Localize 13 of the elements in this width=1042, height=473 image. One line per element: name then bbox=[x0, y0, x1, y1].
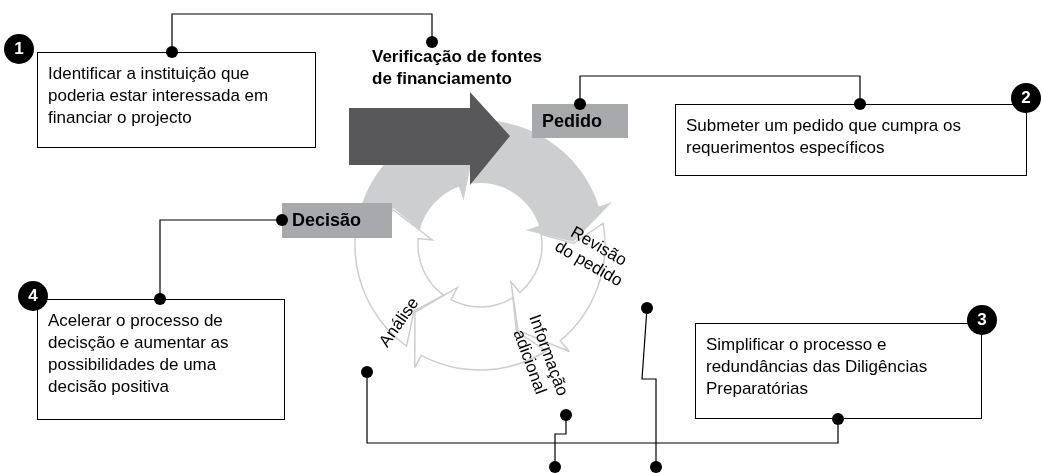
number-badge: 4 bbox=[18, 281, 48, 311]
connector-line bbox=[166, 13, 438, 58]
connector-line bbox=[154, 214, 288, 305]
stage-label: Pedido bbox=[532, 104, 628, 138]
number-badge: 2 bbox=[1011, 83, 1041, 113]
connector-line bbox=[549, 409, 572, 473]
title-text: Verificação de fontes de financiamento bbox=[372, 46, 552, 96]
number-badge: 1 bbox=[4, 34, 34, 64]
number-badge: 3 bbox=[967, 305, 997, 335]
connector-line bbox=[574, 75, 866, 110]
connector-line bbox=[361, 366, 844, 444]
stage-label: Decisão bbox=[282, 203, 392, 238]
connector-line bbox=[641, 302, 662, 473]
